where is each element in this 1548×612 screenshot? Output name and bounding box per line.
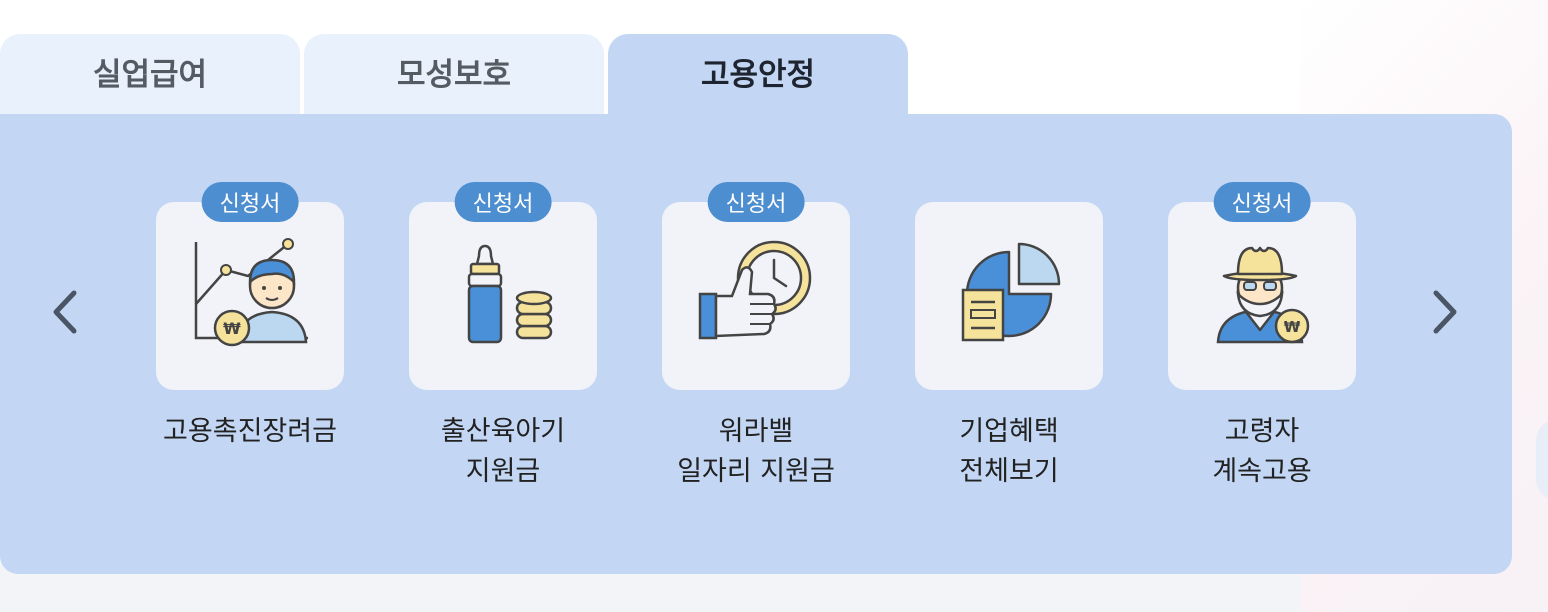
tab-employment-stability[interactable]: 고용안정 (608, 34, 908, 114)
service-item-childcare-support[interactable]: 신청서 출산육아기 지원금 (409, 182, 597, 492)
service-item-corporate-benefits[interactable]: 기업혜택 전체보기 (915, 202, 1103, 492)
service-label-line2: 전체보기 (959, 456, 1059, 487)
baby-bottle-coins-icon (467, 244, 553, 344)
employment-promotion-icon: ₩ (194, 238, 308, 347)
service-card: 신청서 (662, 182, 850, 390)
service-label-line2: 일자리 지원금 (677, 456, 835, 487)
application-badge: 신청서 (1213, 182, 1311, 222)
service-item-senior-employment[interactable]: 신청서 ₩ 고령자 계속고용 (1168, 182, 1356, 492)
service-item-work-life-balance[interactable]: 신청서 워라밸 일자리 지원금 (662, 182, 850, 492)
chevron-left-icon (53, 290, 77, 334)
service-label: 기업혜택 전체보기 (879, 412, 1139, 492)
service-card (915, 202, 1103, 390)
service-card: 신청서 ₩ (156, 182, 344, 390)
senior-worker-icon: ₩ (1216, 246, 1310, 344)
chevron-right-icon (1433, 290, 1457, 334)
service-label: 고용촉진장려금 (120, 412, 380, 452)
svg-text:₩: ₩ (1284, 318, 1301, 336)
service-card: 신청서 (409, 182, 597, 390)
tab-unemployment-benefits[interactable]: 실업급여 (0, 34, 300, 114)
application-badge: 신청서 (201, 182, 299, 222)
tab-label: 고용안정 (700, 56, 816, 93)
application-badge: 신청서 (707, 182, 805, 222)
service-label-line1: 워라밸 (718, 416, 794, 447)
service-card: 신청서 ₩ (1168, 182, 1356, 390)
tab-maternity-protection[interactable]: 모성보호 (304, 34, 604, 114)
service-label-line1: 기업혜택 (959, 416, 1059, 447)
service-label-line1: 고용촉진장려금 (163, 416, 337, 447)
service-label-line1: 출산육아기 (440, 416, 566, 447)
service-label-line2: 지원금 (465, 456, 541, 487)
background-round-shape (1536, 420, 1548, 500)
tab-label: 모성보호 (396, 56, 512, 93)
service-label: 워라밸 일자리 지원금 (626, 412, 886, 492)
svg-text:₩: ₩ (223, 319, 241, 338)
service-label-line1: 고령자 (1224, 416, 1300, 447)
thumbs-up-clock-icon (698, 240, 812, 340)
service-item-employment-promotion[interactable]: 신청서 ₩ 고용촉진장려금 (156, 182, 344, 452)
application-badge: 신청서 (454, 182, 552, 222)
service-label: 출산육아기 지원금 (373, 412, 633, 492)
content-panel: 신청서 ₩ 고용촉진장려금 신청서 (0, 114, 1512, 574)
carousel-next-button[interactable] (1420, 282, 1470, 342)
service-label-line2: 계속고용 (1212, 456, 1312, 487)
carousel-prev-button[interactable] (40, 282, 90, 342)
service-label: 고령자 계속고용 (1132, 412, 1392, 492)
pie-chart-document-icon (961, 242, 1061, 342)
tab-label: 실업급여 (92, 56, 208, 93)
